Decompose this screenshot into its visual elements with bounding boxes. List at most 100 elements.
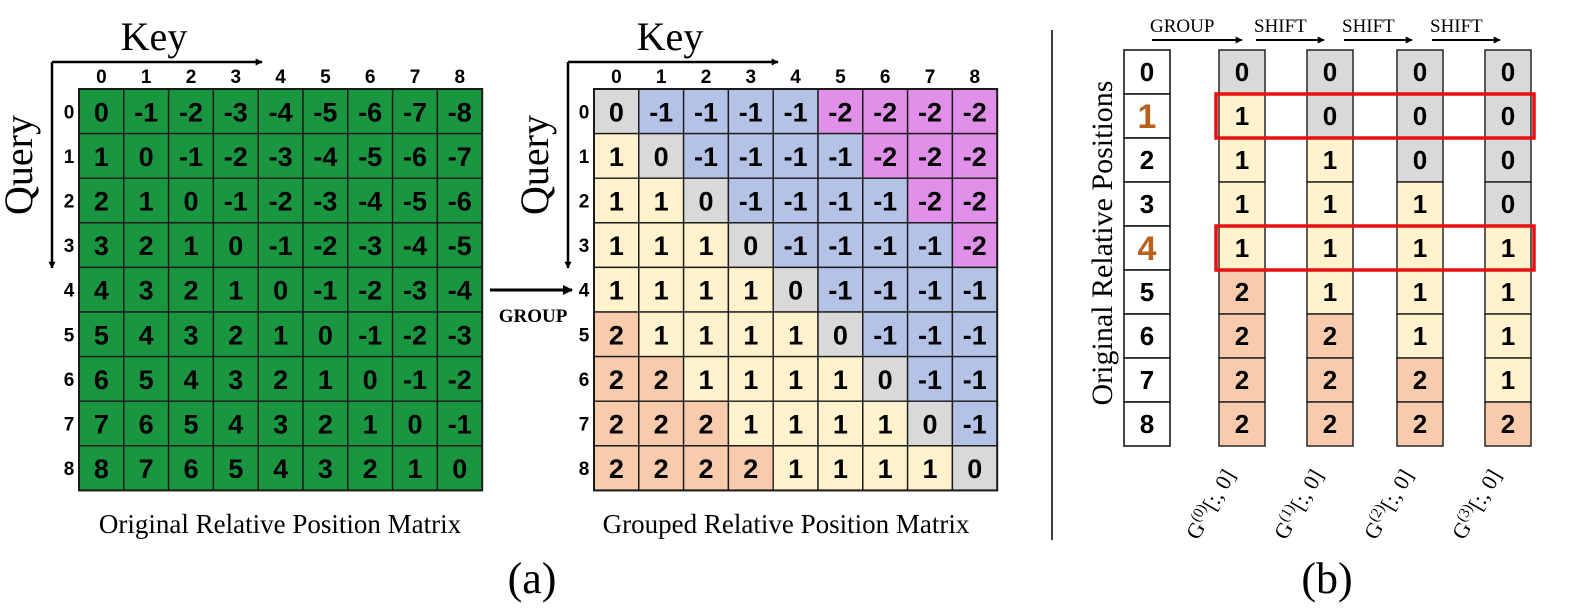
original-cell-value: -3 [403, 276, 427, 306]
original-cell-value: -6 [358, 97, 382, 127]
grouped-cell-value: 1 [609, 187, 624, 217]
grouped-cell [638, 445, 685, 492]
grouped-cell [682, 177, 730, 224]
original-cell-value: 4 [183, 365, 198, 395]
grouped-cell [951, 222, 998, 269]
grouped-cell-value: 2 [698, 454, 713, 484]
original-cell-value: 1 [228, 276, 243, 306]
grouped-cell-value: 0 [878, 365, 893, 395]
grouped-cell-value: 0 [967, 454, 982, 484]
original-cell-value: -3 [448, 320, 472, 350]
grouped-cell-value: 2 [609, 454, 624, 484]
group-column-value: 2 [1323, 321, 1337, 351]
group-column-cell [1306, 49, 1354, 95]
original-cell-value: -2 [358, 276, 382, 306]
original-col-index: 4 [275, 67, 286, 88]
original-cell [391, 311, 439, 358]
group-column-cell [1218, 357, 1266, 403]
grouped-cell [682, 222, 730, 269]
original-cell-value: -2 [448, 365, 472, 395]
original-row-index: 0 [64, 102, 75, 123]
original-cell-value: -5 [358, 142, 382, 172]
original-border [78, 88, 484, 492]
original-cell-value: 2 [318, 410, 333, 440]
column-labels: G(0)[:, 0]G(1)[:, 0]G(2)[:, 0]G(3)[:, 0] [1180, 465, 1507, 544]
grouped-row-index: 0 [579, 102, 590, 123]
grouped-cell-value: -2 [873, 97, 897, 127]
grouped-cell [951, 88, 998, 135]
position-value: 8 [1140, 409, 1154, 439]
group-column-cell [1484, 313, 1532, 359]
column-label: G(2)[:, 0] [1358, 465, 1419, 544]
grouped-cell-value: 1 [878, 410, 893, 440]
original-cell-value: 0 [452, 454, 467, 484]
column-label: G(0)[:, 0] [1180, 465, 1241, 544]
original-cell-value: 3 [228, 365, 243, 395]
grouped-cell [862, 177, 909, 224]
original-cell-value: 4 [139, 320, 154, 350]
original-cell-value: -1 [448, 410, 472, 440]
group-column-cell [1306, 269, 1354, 315]
original-cell-value: 1 [183, 231, 198, 261]
original-cell [257, 355, 304, 402]
group-column-value: 1 [1323, 233, 1337, 263]
original-cell-value: 7 [139, 454, 154, 484]
grouped-cell-value: 2 [609, 320, 624, 350]
original-cell-value: 2 [273, 365, 288, 395]
position-value: 0 [1140, 57, 1154, 87]
grouped-cell [682, 400, 730, 447]
original-cell-value: 6 [139, 410, 154, 440]
original-cell [167, 311, 215, 358]
grouped-cell-value: -1 [784, 142, 808, 172]
grouped-cell [727, 132, 774, 179]
original-col-index: 5 [320, 67, 331, 88]
grouped-cell-value: 0 [609, 97, 624, 127]
grouped-row-index: 4 [579, 281, 590, 302]
grouped-cell-value: 2 [743, 454, 758, 484]
grouped-row-index: 2 [579, 192, 590, 213]
original-cell [123, 132, 170, 179]
group-column-value: 0 [1413, 57, 1427, 87]
group-column-cell [1484, 225, 1532, 271]
original-cell [257, 400, 304, 447]
column-label: G(3)[:, 0] [1446, 465, 1507, 544]
grouped-cell-value: 1 [743, 410, 758, 440]
grouped-cell [951, 355, 998, 402]
grouped-cell [727, 445, 774, 492]
grouped-row-index: 5 [579, 325, 590, 346]
original-cell-value: 3 [139, 276, 154, 306]
original-cell [436, 355, 483, 402]
group-column-cell [1218, 49, 1266, 95]
original-cell-value: -6 [448, 187, 472, 217]
group-column-value: 1 [1323, 189, 1337, 219]
group-column-value: 1 [1235, 101, 1249, 131]
position-value: 6 [1140, 321, 1154, 351]
original-cell [212, 222, 259, 269]
grouped-cell-value: 2 [654, 365, 669, 395]
position-value: 2 [1140, 145, 1154, 175]
original-cell-value: 6 [94, 365, 109, 395]
grouped-cell-value: -2 [873, 142, 897, 172]
original-cell-value: 0 [94, 97, 109, 127]
grouped-cell-value: -2 [918, 142, 942, 172]
grouped-cell-value: -1 [963, 320, 987, 350]
grouped-cell [638, 311, 685, 358]
group-column-value: 1 [1235, 145, 1249, 175]
original-cell-value: -3 [224, 97, 248, 127]
original-cell [302, 355, 349, 402]
grouped-cell [593, 355, 640, 402]
position-value: 7 [1140, 365, 1154, 395]
original-cell-value: -4 [358, 187, 382, 217]
group-column-value: 0 [1323, 101, 1337, 131]
original-cell-value: -7 [403, 97, 427, 127]
group-column-value: 1 [1501, 365, 1515, 395]
original-cell [123, 400, 170, 447]
